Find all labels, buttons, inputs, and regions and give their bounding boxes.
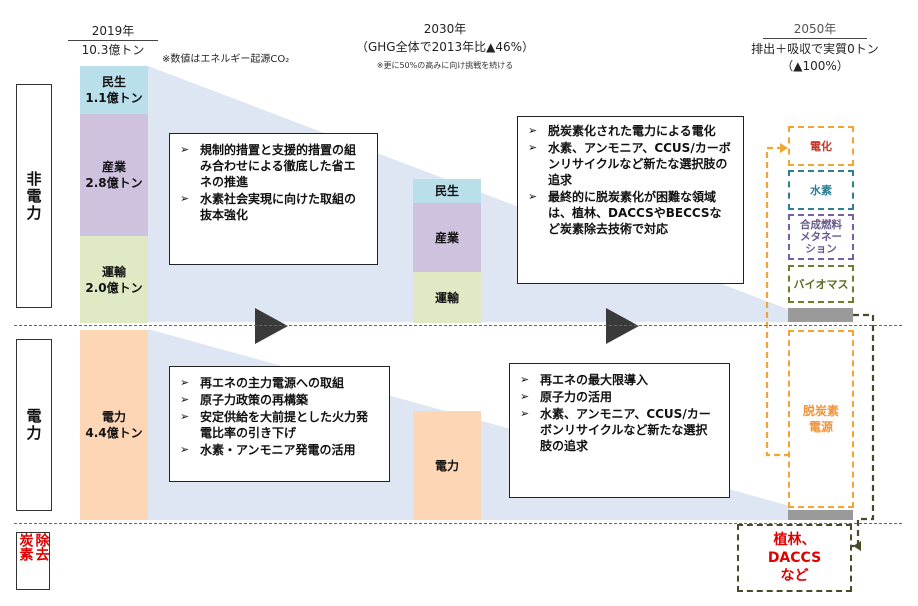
bar2019-power-value: 4.4億トン bbox=[85, 426, 143, 440]
measure-item: 原子力の活用 bbox=[518, 389, 719, 405]
label-carbon-removal: 炭素 除去 bbox=[16, 532, 50, 590]
separator-power-removal bbox=[14, 523, 902, 524]
measure-item: 水素・アンモニア発電の活用 bbox=[178, 442, 379, 458]
note-2030: ※更に50%の高みに向け挑戦を続ける bbox=[376, 61, 514, 70]
bar2030-industry: 産業 bbox=[413, 203, 481, 272]
measure-item: 原子力政策の再構築 bbox=[178, 392, 379, 408]
measure-item: 水素、アンモニア、CCUS/カーボンリサイクルなど新たな選択肢の追求 bbox=[526, 140, 733, 188]
bar2019-transport: 運輸 2.0億トン bbox=[80, 236, 148, 323]
removal-connector bbox=[852, 313, 875, 548]
bar2019-transport-label: 運輸 bbox=[101, 264, 126, 279]
measure-item: 脱炭素化された電力による電化 bbox=[526, 123, 733, 139]
nonpower-2050-measures: 脱炭素化された電力による電化 水素、アンモニア、CCUS/カーボンリサイクルなど… bbox=[517, 116, 744, 284]
bar2030-civil: 民生 bbox=[413, 179, 481, 203]
bar2019-civil-value: 1.1億トン bbox=[85, 91, 143, 105]
removal-col-right: 炭素 bbox=[17, 533, 34, 561]
nonpower-2030-measures: 規制的措置と支援的措置の組み合わせによる徹底した省エネの推進 水素社会実現に向け… bbox=[169, 133, 378, 265]
bar2019-civil: 民生 1.1億トン bbox=[80, 66, 148, 114]
removal-line3: など bbox=[780, 568, 809, 584]
option-decarbonized-power: 脱炭素 電源 bbox=[788, 330, 854, 508]
removal-col-left: 除去 bbox=[33, 533, 50, 561]
residual-bar-power bbox=[788, 510, 853, 520]
measure-item: 規制的措置と支援的措置の組み合わせによる徹底した省エネの推進 bbox=[178, 142, 367, 190]
bar2019-power-label: 電力 bbox=[101, 410, 126, 424]
removal-arrowhead bbox=[853, 541, 861, 551]
target-2050: 排出＋吸収で実質0トン bbox=[751, 42, 879, 56]
option-electrification: 電化 bbox=[788, 126, 854, 166]
year-2050-underline bbox=[763, 38, 867, 39]
bar2019-industry: 産業 2.8億トン bbox=[80, 114, 148, 236]
removal-line2: DACCS bbox=[767, 550, 822, 566]
option-hydrogen: 水素 bbox=[788, 170, 854, 210]
year-2019-label: 2019年 bbox=[91, 24, 135, 38]
year-2019-underline bbox=[68, 40, 158, 41]
synfuel-line3: ション bbox=[805, 243, 837, 255]
arrow-right-2 bbox=[606, 308, 639, 344]
co2-note: ※数値はエネルギー起源CO₂ bbox=[162, 54, 290, 65]
bar2030-transport: 運輸 bbox=[413, 272, 481, 323]
bar2019-power: 電力 4.4億トン bbox=[80, 330, 148, 520]
arrow-right-1 bbox=[255, 308, 288, 344]
measure-item: 安定供給を大前提とした火力発電比率の引き下げ bbox=[178, 409, 379, 441]
decarb-power-line2: 電源 bbox=[808, 420, 833, 434]
bar2030-power: 電力 bbox=[413, 411, 481, 520]
option-biomass: バイオマス bbox=[788, 265, 854, 303]
electrification-arrowhead bbox=[780, 143, 788, 153]
option-synthetic-fuel: 合成燃料 メタネー ション bbox=[788, 214, 854, 260]
residual-bar-nonpower bbox=[788, 308, 853, 322]
year-2050-label: 2050年 bbox=[793, 22, 837, 36]
electrification-connector bbox=[765, 146, 790, 457]
power-2030-measures: 再エネの主力電源への取組 原子力政策の再構築 安定供給を大前提とした火力発電比率… bbox=[169, 366, 390, 482]
option-carbon-removal: 植林、 DACCS など bbox=[737, 524, 852, 592]
power-2050-measures: 再エネの最大限導入 原子力の活用 水素、アンモニア、CCUS/カーボンリサイクル… bbox=[509, 363, 730, 498]
decarb-power-line1: 脱炭素 bbox=[802, 404, 839, 418]
year-2030-label: 2030年 bbox=[423, 22, 467, 36]
measure-item: 再エネの最大限導入 bbox=[518, 372, 719, 388]
measure-item: 水素、アンモニア、CCUS/カーボンリサイクルなど新たな選択肢の追求 bbox=[518, 406, 719, 454]
removal-line1: 植林、 bbox=[773, 532, 816, 548]
bar2019-transport-value: 2.0億トン bbox=[85, 280, 143, 295]
bar2019-industry-label: 産業 bbox=[101, 160, 126, 174]
bar2019-civil-label: 民生 bbox=[101, 75, 126, 89]
target-2030: （GHG全体で2013年比▲46%） bbox=[355, 40, 535, 54]
total-2019: 10.3億トン bbox=[81, 43, 145, 57]
measure-item: 再エネの主力電源への取組 bbox=[178, 375, 379, 391]
measure-item: 水素社会実現に向けた取組の抜本強化 bbox=[178, 191, 367, 223]
label-power: 電力 bbox=[16, 339, 52, 511]
synfuel-line2: メタネー bbox=[800, 231, 842, 243]
synfuel-line1: 合成燃料 bbox=[800, 219, 842, 231]
bar2019-industry-value: 2.8億トン bbox=[85, 176, 143, 190]
percent-2050: （▲100%） bbox=[781, 59, 849, 73]
separator-nonpower-power bbox=[14, 325, 902, 326]
measure-item: 最終的に脱炭素化が困難な領域は、植林、DACCSやBECCSなど炭素除去技術で対… bbox=[526, 189, 733, 237]
label-non-power: 非電力 bbox=[16, 84, 52, 308]
